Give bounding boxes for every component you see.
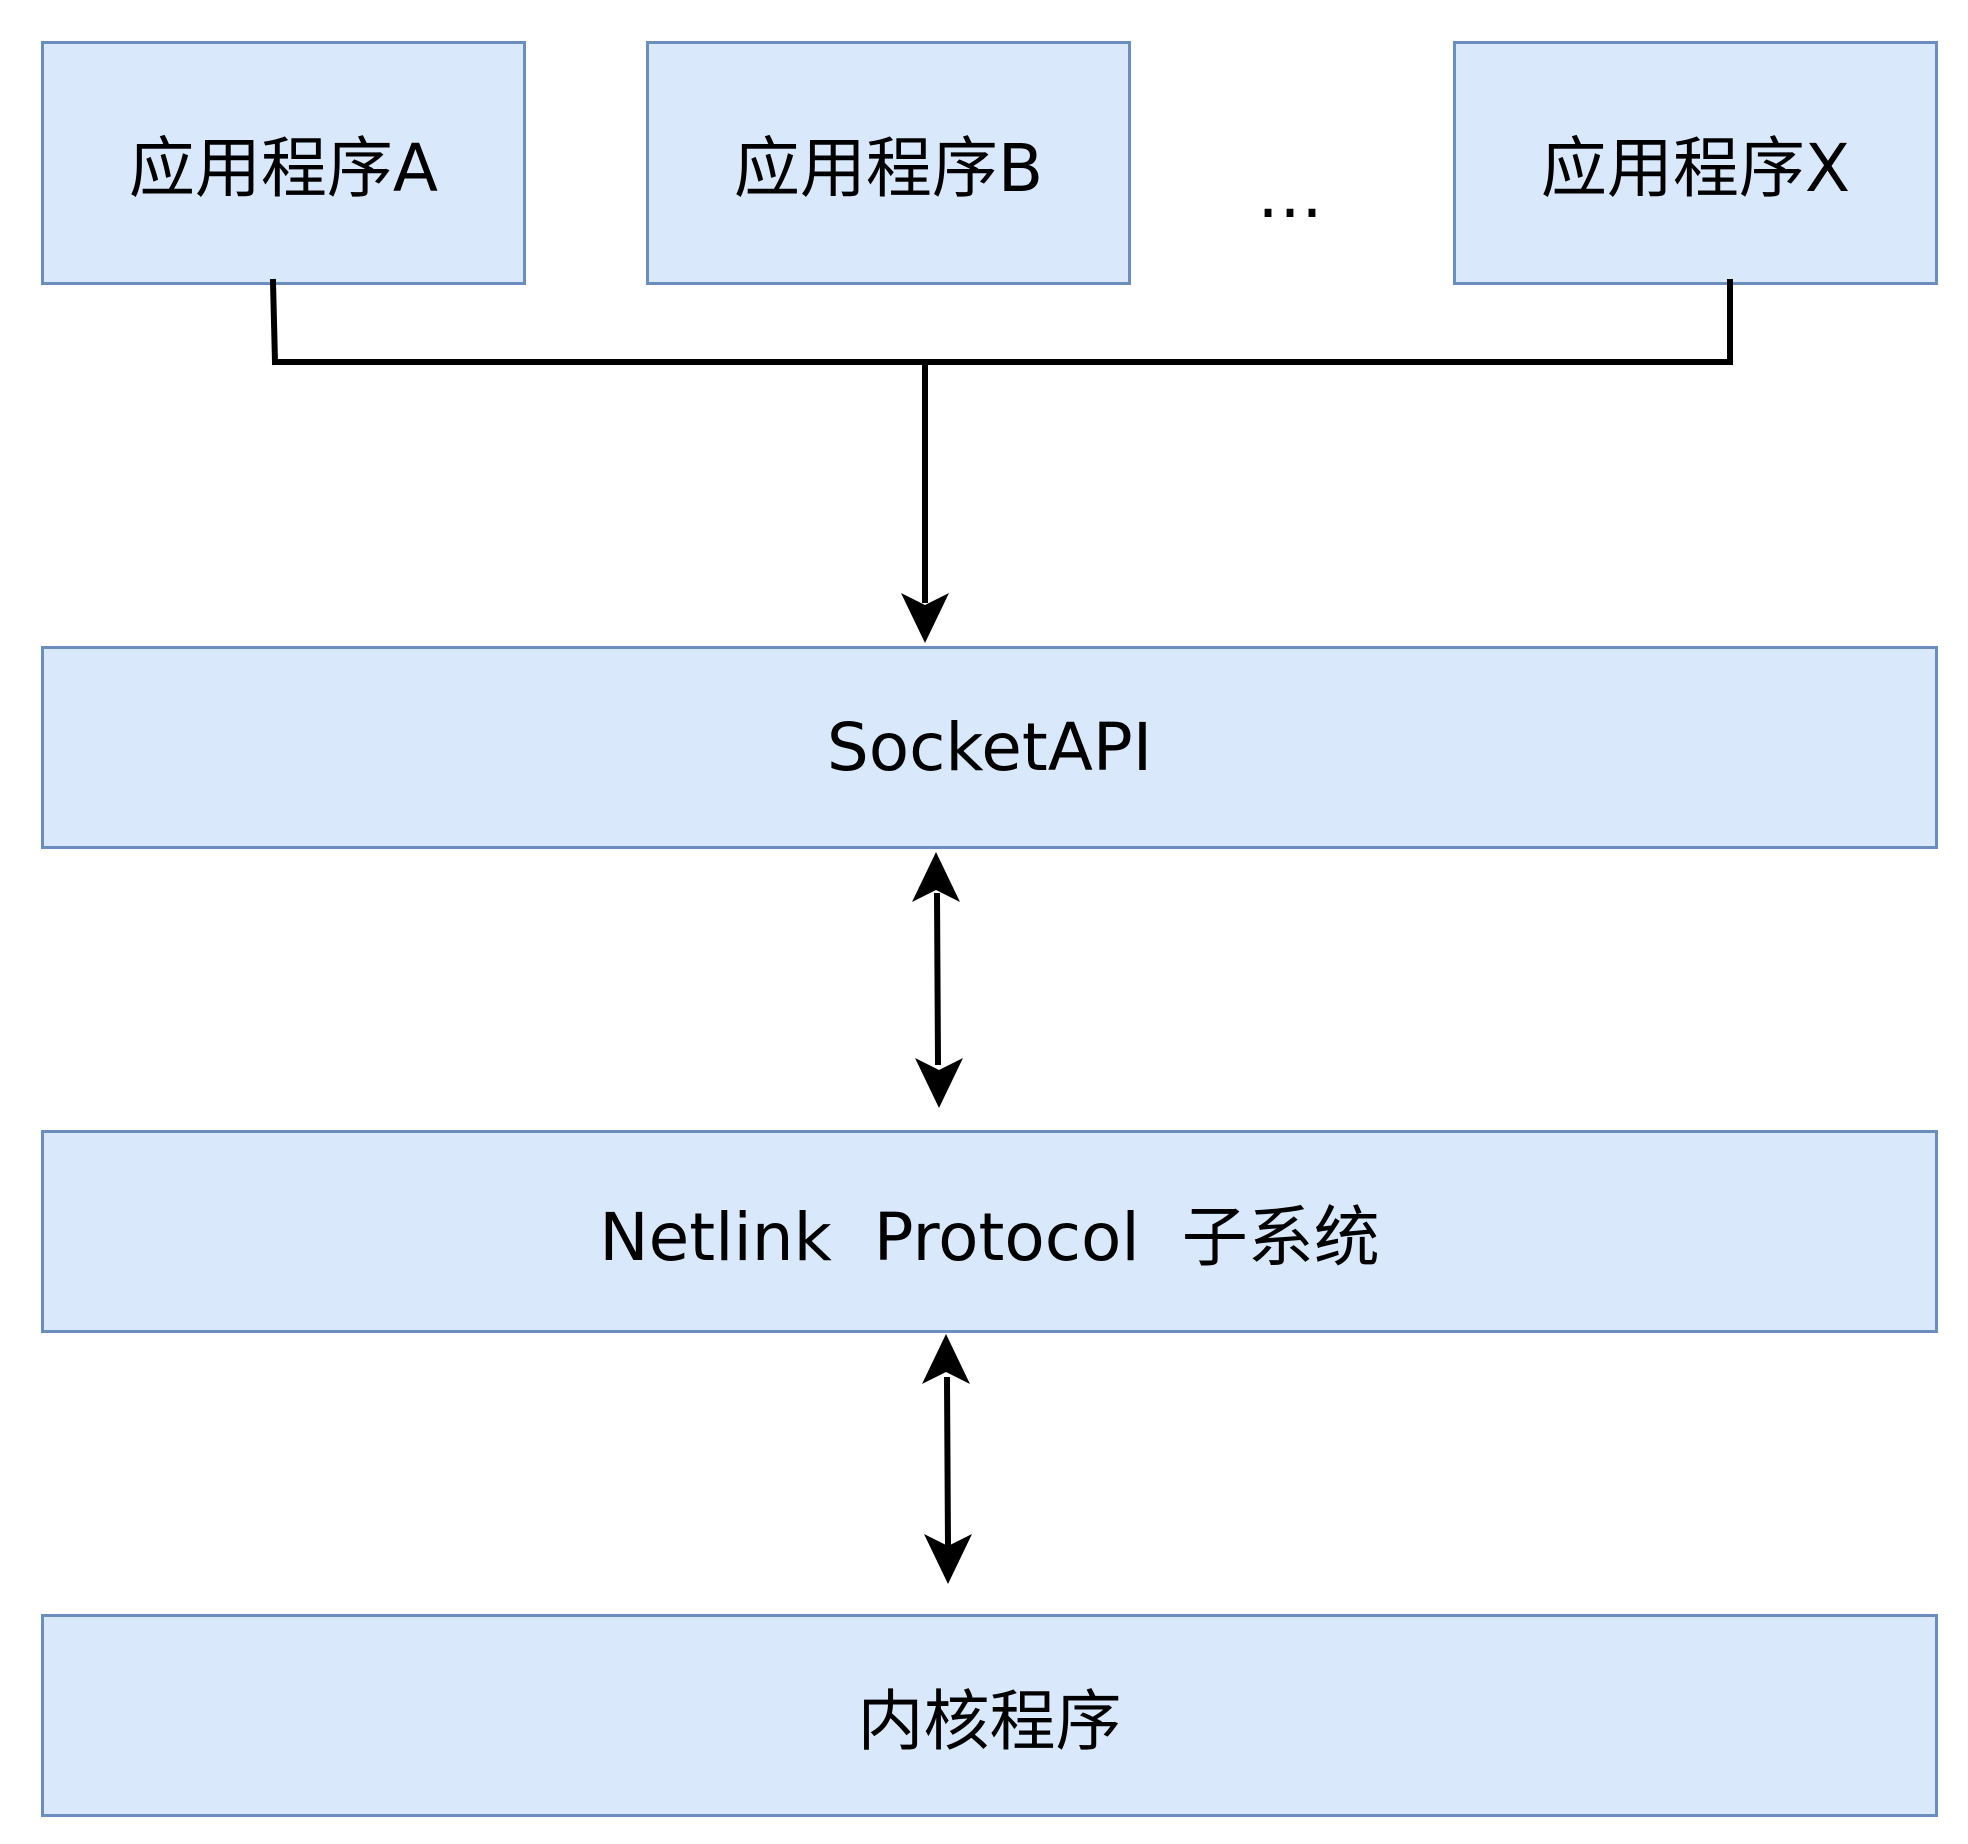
app-b-box: 应用程序B [646,41,1131,285]
app-a-drop-line [269,278,279,366]
socket-api-label: SocketAPI [826,709,1153,786]
arrow-down-to-socket-icon [901,593,949,643]
netlink-subsystem-box: Netlink Protocol 子系统 [41,1130,1938,1333]
app-a-label: 应用程序A [128,130,439,207]
app-x-label: 应用程序X [1540,130,1851,207]
app-b-label: 应用程序B [733,130,1044,207]
netlink-subsystem-label: Netlink Protocol 子系统 [599,1198,1380,1276]
arrow-up-to-socket-icon [912,852,960,902]
socket-netlink-line [933,892,942,1066]
kernel-program-box: 内核程序 [41,1614,1938,1817]
app-x-box: 应用程序X [1453,41,1938,285]
socket-api-box: SocketAPI [41,646,1938,849]
netlink-kernel-line [943,1376,952,1550]
arrow-down-to-kernel-icon [924,1534,972,1584]
arrow-up-to-netlink-icon [922,1334,970,1384]
kernel-program-label: 内核程序 [857,1682,1122,1760]
ellipsis-text: … [1257,156,1323,233]
arrow-down-to-netlink-icon [915,1058,963,1108]
app-a-box: 应用程序A [41,41,526,285]
